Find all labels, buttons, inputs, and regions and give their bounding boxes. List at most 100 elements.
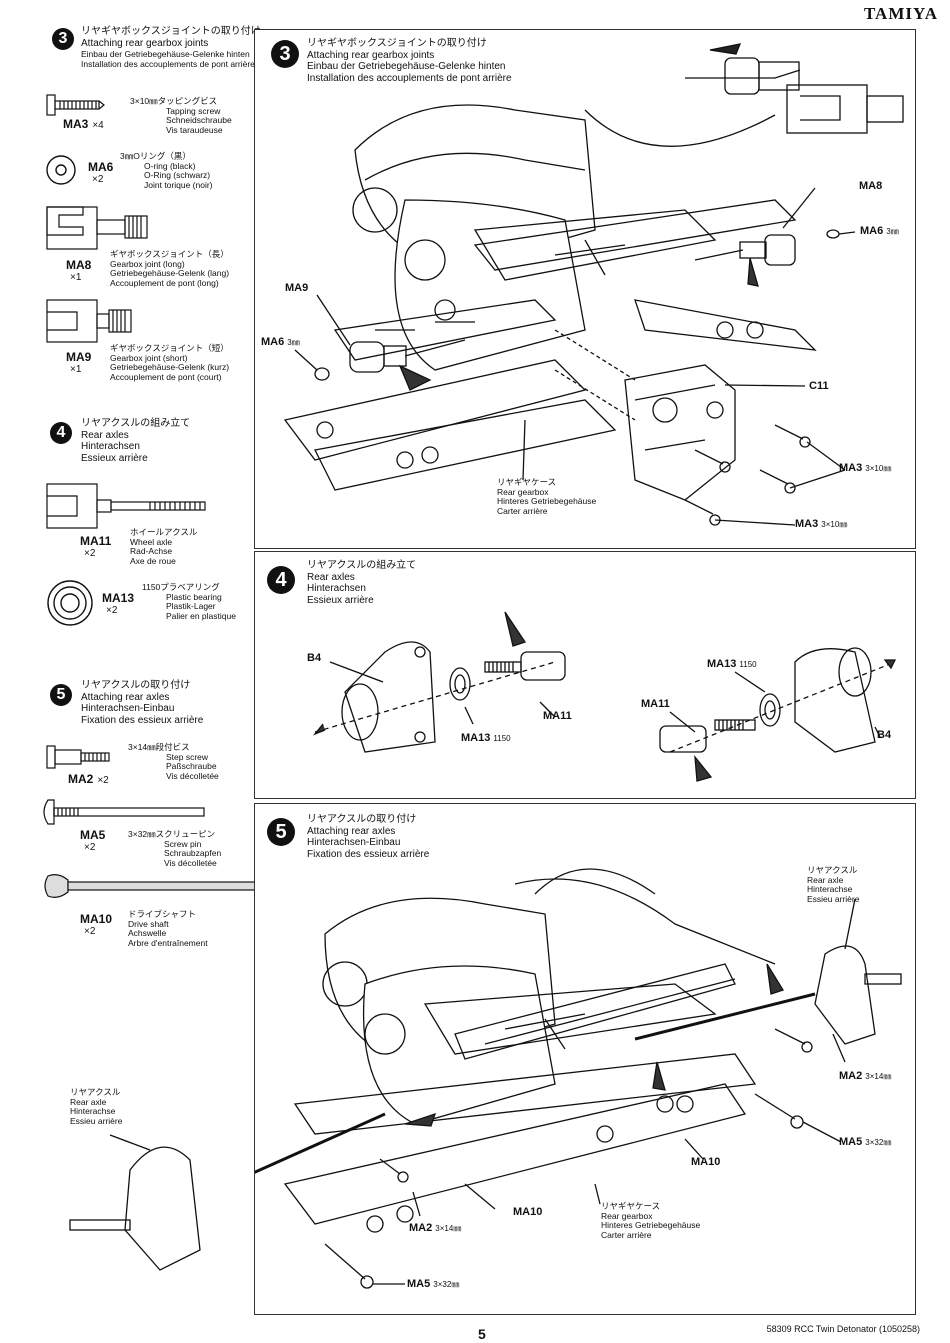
step5-gearbox-en: Rear gearbox [601,1210,653,1221]
step5-axle-right-de: Hinterachse [807,884,853,894]
footer-model: 58309 RCC Twin Detonator (1050258) [766,1324,920,1334]
label-ma8: MA8 [859,180,883,192]
sidebar-step4-number: 4 [50,422,72,444]
label-ma2-right: MA2 3×14㎜ [839,1070,892,1082]
tapping-screw-icon [46,94,105,116]
sidebar-step5-en: Attaching rear axles [81,691,170,703]
sidebar-part-ma3-desc: 3×10㎜タッピングビス Tapping screw Schneidschrau… [130,96,260,135]
sidebar-part-ma8-fr: Accouplement de pont (long) [110,277,219,288]
label-ma10-right: MA10 [691,1156,721,1168]
sidebar-part-ma11-en: Wheel axle [130,536,173,547]
step3-assembly-drawing [283,43,904,526]
sidebar-part-ma9-fr: Accouplement de pont (court) [110,371,222,382]
o-ring-icon [46,155,76,185]
sidebar-step5-de: Hinterachsen-Einbau [81,703,175,714]
sidebar-part-ma13-en: Plastic bearing [166,591,222,602]
step5-gearbox-de: Hinteres Getriebegehäuse [601,1220,701,1230]
step5-panel-header: リヤアクスルの取り付け Attaching rear axles Hintera… [307,814,567,860]
plastic-bearing-icon [47,580,93,626]
step3-panel-de: Einbau der Getriebegehäuse-Gelenke hinte… [307,61,506,72]
sidebar-part-ma11-code: MA11 [80,534,112,548]
label-ma13-right: MA13 1150 [707,658,757,670]
sidebar-part-ma3-en: Tapping screw [166,105,221,116]
step4-assembly-drawing [312,611,897,782]
step5-gearbox-jp: リヤギヤケース [601,1201,661,1211]
sidebar-part-ma2-jp: 3×14㎜段付ビス [128,742,190,752]
step5-panel-de: Hinterachsen-Einbau [307,837,401,848]
step3-caption-en: Rear gearbox [497,486,549,497]
sidebar-part-ma10-en: Drive shaft [128,918,169,929]
sidebar-part-ma8-en: Gearbox joint (long) [110,258,185,269]
sidebar-part-ma9-de: Getriebegehäuse-Gelenk (kurz) [110,362,230,372]
step5-assembly-drawing [255,868,902,1289]
sidebar-part-ma8-de: Getriebegehäuse-Gelenk (lang) [110,268,230,278]
sidebar-part-ma13-de: Plastik-Lager [166,601,216,611]
gearbox-joint-long-icon [46,206,148,250]
sidebar-step4-en: Rear axles [81,429,129,441]
label-ma13-left: MA13 1150 [461,732,511,744]
sidebar-part-ma6-desc: 3㎜Oリング（黒） O-ring (black) O-Ring (schwarz… [120,151,260,190]
step3-panel-jp: リヤギヤボックスジョイントの取り付け [307,38,487,49]
label-b4-left: B4 [307,652,322,664]
step5-rear-axle-left-caption: リヤアクスル Rear axle Hinterachse Essieu arri… [70,1087,170,1126]
step5-axle-left-en: Rear axle [70,1096,107,1107]
sidebar-part-ma9-en: Gearbox joint (short) [110,352,188,363]
sidebar-parts-drawings [43,94,262,898]
label-ma9: MA9 [285,282,309,294]
sidebar-part-ma2-en: Step screw [166,751,209,762]
step4-panel-header: リヤアクスルの組み立て Rear axles Hinterachsen Essi… [307,560,567,606]
sidebar-part-ma8-qty: ×1 [70,272,82,283]
sidebar-part-ma10-code: MA10 [80,912,113,926]
sidebar-part-ma5-desc: 3×32㎜スクリューピン Screw pin Schraubzapfen Vis… [128,829,258,868]
step5-axle-right-jp: リヤアクスル [807,865,858,875]
sidebar-step5-jp: リヤアクスルの取り付け [81,680,191,691]
step3-panel-header: リヤギヤボックスジョイントの取り付け Attaching rear gearbo… [307,38,567,84]
label-ma2-left: MA2 3×14㎜ [409,1222,462,1234]
step-screw-icon [46,745,110,769]
label-ma5-left: MA5 3×32㎜ [407,1278,460,1290]
drive-shaft-icon [44,874,262,898]
sidebar-part-ma10-qty: ×2 [84,926,96,937]
step5-axle-left-jp: リヤアクスル [70,1087,121,1097]
sidebar-part-ma6-jp: 3㎜Oリング（黒） [120,151,191,161]
label-ma11-right: MA11 [641,698,670,710]
sidebar-part-ma11-jp: ホイールアクスル [130,527,198,537]
sidebar-part-ma13-jp: 1150プラベアリング [142,582,220,592]
sidebar-step3-jp: リヤギヤボックスジョイントの取り付け [81,26,261,37]
step5-axle-left-fr: Essieu arrière [70,1115,123,1126]
page-number: 5 [478,1326,486,1342]
step3-panel: 3 リヤギヤボックスジョイントの取り付け Attaching rear gear… [254,29,916,549]
sidebar-part-ma9-jp: ギヤボックスジョイント（短） [110,343,229,353]
sidebar-part-ma6-en: O-ring (black) [144,160,196,171]
sidebar-part-ma11-desc: ホイールアクスル Wheel axle Rad-Achse Axe de rou… [130,527,260,566]
screw-pin-icon [43,799,205,825]
label-ma5-right: MA5 3×32㎜ [839,1136,892,1148]
sidebar-part-ma9-code: MA9 [66,350,92,364]
step4-panel-en: Rear axles [307,571,355,583]
sidebar-part-ma8-desc: ギヤボックスジョイント（長） Gearbox joint (long) Getr… [110,249,260,288]
sidebar-part-ma6-de: O-Ring (schwarz) [144,170,211,180]
label-ma3-a: MA3 3×10㎜ [839,462,892,474]
step4-panel: 4 リヤアクスルの組み立て Rear axles Hinterachsen Es… [254,551,916,799]
sidebar-step5-number: 5 [50,684,72,706]
sidebar-part-ma10-de: Achswelle [128,928,167,938]
wheel-axle-icon [46,483,206,529]
sidebar-part-ma10-desc: ドライブシャフト Drive shaft Achswelle Arbre d'e… [128,909,258,948]
sidebar-part-ma13-code: MA13 [102,591,135,605]
label-ma3-b: MA3 3×10㎜ [795,518,848,530]
step5-axle-right-fr: Essieu arrière [807,893,860,904]
step3-panel-fr: Installation des accouplements de pont a… [307,72,512,84]
sidebar-part-ma8-code: MA8 [66,258,92,272]
label-ma11-left: MA11 [543,710,572,722]
sidebar-part-ma5-jp: 3×32㎜スクリューピン [128,829,216,839]
label-ma6-left: MA6 3㎜ [261,336,300,348]
brand-logo: TAMIYA [863,4,938,23]
label-ma10-left: MA10 [513,1206,543,1218]
sidebar-part-ma5-qty: ×2 [84,842,96,853]
step5-rear-axle-right-caption: リヤアクスル Rear axle Hinterachse Essieu arri… [807,865,911,904]
sidebar-part-ma2-fr: Vis décolletée [166,770,219,781]
step5-panel: 5 リヤアクスルの取り付け Attaching rear axles Hinte… [254,803,916,1315]
sidebar-part-ma11-qty: ×2 [84,548,96,559]
sidebar-part-ma10-jp: ドライブシャフト [128,909,197,919]
step4-panel-fr: Essieux arrière [307,594,374,606]
